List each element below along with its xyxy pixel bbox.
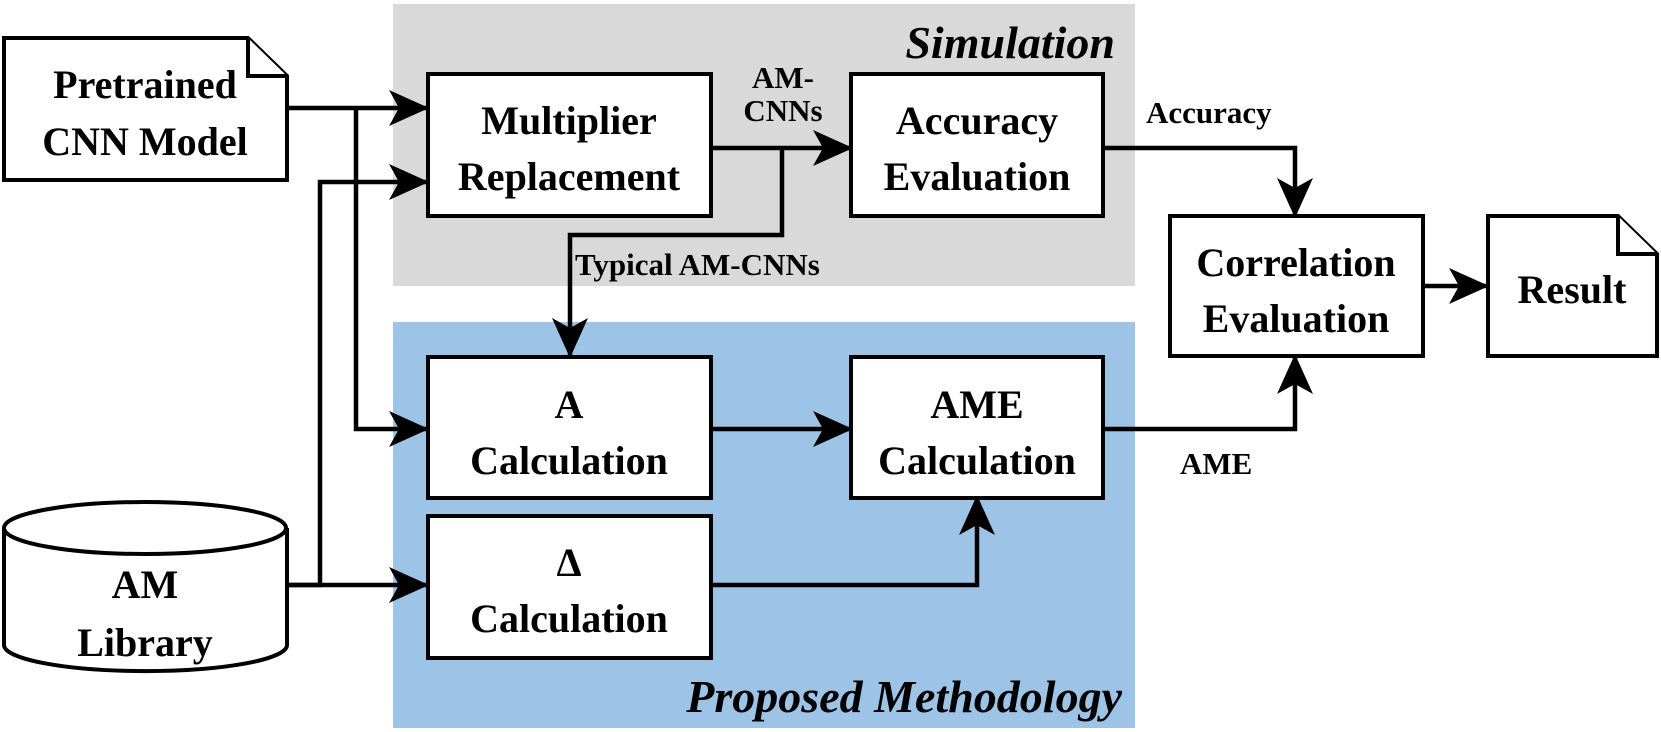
- edge-label-am-cnns-line1: AM-: [752, 60, 814, 95]
- a-calculation-node: A Calculation: [426, 355, 713, 500]
- edge-pretrained-to-a-calc: [353, 108, 429, 447]
- accuracy-evaluation-box: [849, 72, 1105, 218]
- pretrained-label-line2: CNN Model: [42, 119, 248, 164]
- accuracy-label-line1: Accuracy: [896, 98, 1058, 143]
- multiplier-label-line2: Replacement: [458, 154, 681, 199]
- multiplier-label-line1: Multiplier: [481, 98, 657, 143]
- pretrained-cnn-model-node: Pretrained CNN Model: [2, 36, 289, 182]
- am-library-cylinder-top: [2, 500, 288, 556]
- ame-calculation-node: AME Calculation: [849, 355, 1105, 500]
- accuracy-evaluation-node: Accuracy Evaluation: [849, 72, 1105, 218]
- delta-calculation-node: Δ Calculation: [426, 514, 713, 660]
- simulation-title: Simulation: [905, 17, 1115, 68]
- ame-calculation-box: [849, 355, 1105, 500]
- edge-labels: AM- CNNs Typical AM-CNNs Accuracy AME: [575, 60, 1272, 481]
- accuracy-label-line2: Evaluation: [884, 154, 1071, 199]
- correlation-evaluation-node: Correlation Evaluation: [1168, 214, 1425, 358]
- am-library-node: AM Library: [2, 500, 289, 674]
- edge-ame-to-correlation: [1103, 354, 1313, 432]
- correlation-label-line2: Evaluation: [1203, 296, 1390, 341]
- delta-calc-label-line1: Δ: [556, 540, 581, 585]
- ame-calc-label-line2: Calculation: [878, 438, 1076, 483]
- delta-calculation-box: [426, 514, 713, 660]
- pretrained-page-fold: [246, 38, 287, 78]
- a-calc-label-line1: A: [555, 382, 584, 427]
- multiplier-replacement-node: Multiplier Replacement: [426, 72, 713, 218]
- edge-typical-to-a-calc: [552, 148, 785, 358]
- edge-accuracy-to-correlation: [1103, 145, 1313, 218]
- edge-label-typical-am-cnns: Typical AM-CNNs: [575, 247, 820, 282]
- correlation-evaluation-box: [1168, 214, 1425, 358]
- edge-label-am-cnns-line2: CNNs: [743, 93, 822, 128]
- pretrained-label-line1: Pretrained: [53, 62, 237, 107]
- multiplier-replacement-box: [426, 72, 713, 218]
- result-label: Result: [1518, 267, 1628, 312]
- connectors: [287, 90, 1489, 603]
- am-library-cylinder-body: [2, 528, 289, 674]
- am-library-label-line1: AM: [112, 562, 179, 607]
- proposed-methodology-title: Proposed Methodology: [685, 671, 1122, 722]
- delta-calc-label-line2: Calculation: [470, 596, 668, 641]
- edge-label-accuracy: Accuracy: [1146, 95, 1272, 130]
- a-calc-label-line2: Calculation: [470, 438, 668, 483]
- pretrained-document-shape: [2, 36, 289, 182]
- edge-delta-to-ame: [711, 495, 995, 588]
- correlation-label-line1: Correlation: [1196, 240, 1395, 285]
- ame-calc-label-line1: AME: [930, 382, 1023, 427]
- result-document-shape: [1486, 214, 1659, 358]
- a-calculation-box: [426, 355, 713, 500]
- edge-label-ame: AME: [1180, 446, 1252, 481]
- result-node: Result: [1486, 214, 1659, 358]
- am-library-label-line2: Library: [77, 620, 213, 665]
- result-page-fold: [1616, 216, 1657, 256]
